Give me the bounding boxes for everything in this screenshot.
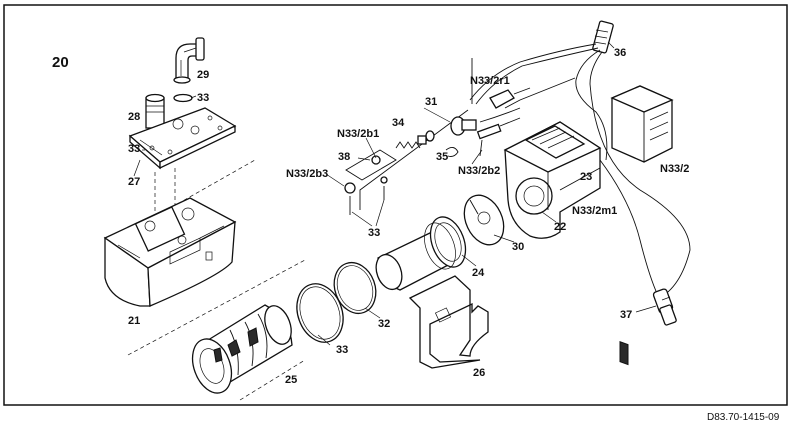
callout-26: 26: [473, 367, 485, 379]
callout-33d: 33: [368, 227, 380, 239]
part-housing: [103, 197, 237, 307]
callout-n33-2r1: N33/2r1: [470, 75, 510, 87]
callout-24: 24: [472, 267, 485, 279]
callout-n33-2b3: N33/2b3: [286, 168, 328, 180]
callout-37: 37: [620, 309, 632, 321]
part-sensor-31: [425, 116, 477, 142]
diagram-border: [3, 4, 788, 406]
gasket-ring: [333, 261, 377, 315]
callout-25: 25: [285, 374, 297, 386]
callout-31: 31: [425, 96, 437, 108]
callout-33a: 33: [197, 92, 209, 104]
part-clip-35: [445, 147, 459, 157]
part-bracket-38: [344, 149, 397, 215]
callout-n33-2b2: N33/2b2: [458, 165, 500, 177]
drawing-reference: D83.70-1415-09: [707, 412, 780, 423]
callout-21: 21: [128, 315, 140, 327]
callout-36: 36: [614, 47, 626, 59]
part-sensor-n33-2b2: [476, 117, 521, 157]
part-combustion-tube: [375, 216, 467, 291]
part-connector: [592, 20, 614, 54]
part-pipe-stub: [145, 93, 165, 129]
callouts: 29 33 28 33 27 21 25 33 32 26 24 30 22 2…: [128, 47, 689, 386]
leader-lines: [133, 41, 657, 346]
callout-n33-2b1: N33/2b1: [337, 128, 379, 140]
callout-23: 23: [580, 171, 592, 183]
part-elbow-pipe: [173, 37, 205, 84]
o-ring: [173, 93, 193, 103]
part-plug: [652, 288, 677, 326]
callout-35: 35: [436, 151, 448, 163]
callout-29: 29: [197, 69, 209, 81]
part-glow-plug: [489, 87, 531, 109]
gasket-ring: [296, 283, 344, 343]
callout-34: 34: [392, 117, 405, 129]
callout-27: 27: [128, 176, 140, 188]
callout-n33-2: N33/2: [660, 163, 689, 175]
callout-28: 28: [128, 111, 140, 123]
part-flange-plate: [463, 194, 505, 246]
figure-number: 20: [52, 54, 69, 71]
callout-30: 30: [512, 241, 524, 253]
callout-33c: 33: [336, 344, 348, 356]
part-heat-shield: [408, 275, 489, 369]
part-spring-34: [395, 135, 427, 149]
callout-32: 32: [378, 318, 390, 330]
part-control-unit: [610, 85, 674, 366]
part-blower-unit: [503, 121, 602, 239]
callout-38: 38: [338, 151, 350, 163]
callout-n33-2m1: N33/2m1: [572, 205, 617, 217]
part-burner-insert: [191, 304, 293, 394]
callout-22: 22: [554, 221, 566, 233]
callout-33b: 33: [128, 143, 140, 155]
part-cover-plate: [128, 107, 237, 170]
